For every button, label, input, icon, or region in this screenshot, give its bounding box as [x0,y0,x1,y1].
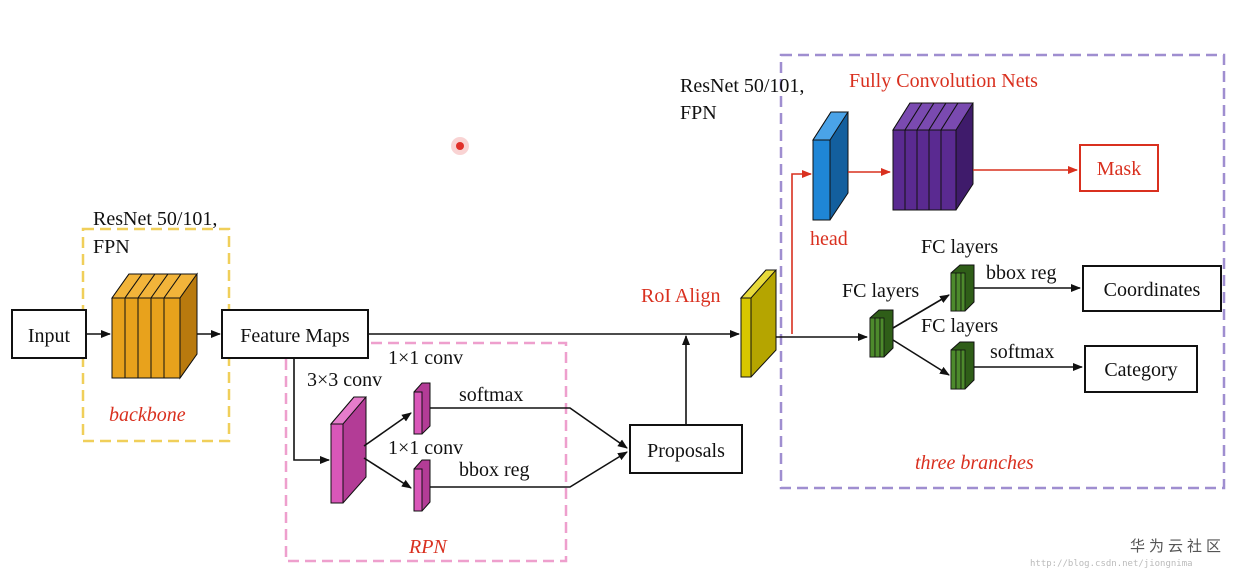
rpn-conv3-block [329,396,368,504]
branches-bbox-reg-label: bbox reg [986,262,1057,284]
mask-box [1079,144,1159,192]
fc-bottom-label: FC layers [921,315,998,337]
feature-maps-label: Feature Maps [240,325,350,347]
arrow-conv3-bottom [363,457,412,489]
fcn-block [892,102,974,211]
branches-softmax-label: softmax [990,341,1054,363]
fc-top-block [950,264,975,312]
rpn-conv1-bottom-label: 1×1 conv [388,437,463,459]
arrow-softmax-proposals [430,407,628,449]
fc-top-label: FC layers [921,236,998,258]
feature-maps-box [221,309,369,359]
proposals-box [629,424,743,474]
watermark-brand: 华为云社区 [1130,537,1225,555]
three-branches-region [779,53,1226,490]
watermark-url: http://blog.csdn.net/jiongnima [1030,559,1193,569]
rpn-conv1-bottom-block [413,459,431,512]
arrow-fc-top [892,294,950,329]
rpn-region [284,341,568,563]
rpn-softmax-label: softmax [459,384,523,406]
arrow-roi-head [791,170,812,334]
input-label: Input [28,325,71,347]
roi-align-label: RoI Align [641,285,720,307]
backbone-label: backbone [109,404,186,426]
backbone-region [81,227,231,443]
backbone-caption-fpn: FPN [93,236,130,258]
arrow-conv3-top [363,412,412,447]
three-branches-label: three branches [915,452,1034,474]
category-label: Category [1104,359,1177,381]
coordinates-label: Coordinates [1104,279,1201,301]
fc-main-block [869,309,894,358]
fc-bottom-block [950,341,975,390]
proposals-label: Proposals [647,440,725,462]
branches-caption-fpn: FPN [680,102,717,124]
head-label: head [810,228,848,250]
rpn-bbox-reg-label: bbox reg [459,459,530,481]
arrow-bboxreg-proposals [430,451,628,488]
fc-main-label: FC layers [842,280,919,302]
category-box [1084,345,1198,393]
cursor-dot [451,137,469,155]
arrow-features-rpn [293,358,330,464]
arrow-fc-bottom [892,339,950,376]
head-block [812,111,849,221]
roi-align-block [739,269,778,378]
coordinates-box [1082,265,1222,312]
fcn-title: Fully Convolution Nets [849,70,1038,92]
mask-label: Mask [1097,158,1141,180]
rpn-label: RPN [408,536,448,558]
rpn-conv1-top-label: 1×1 conv [388,347,463,369]
branches-caption: ResNet 50/101, [680,75,804,97]
backbone-caption: ResNet 50/101, [93,208,217,230]
rpn-conv3-label: 3×3 conv [307,369,382,391]
rpn-conv1-top-block [413,382,431,435]
backbone-block [111,272,198,380]
